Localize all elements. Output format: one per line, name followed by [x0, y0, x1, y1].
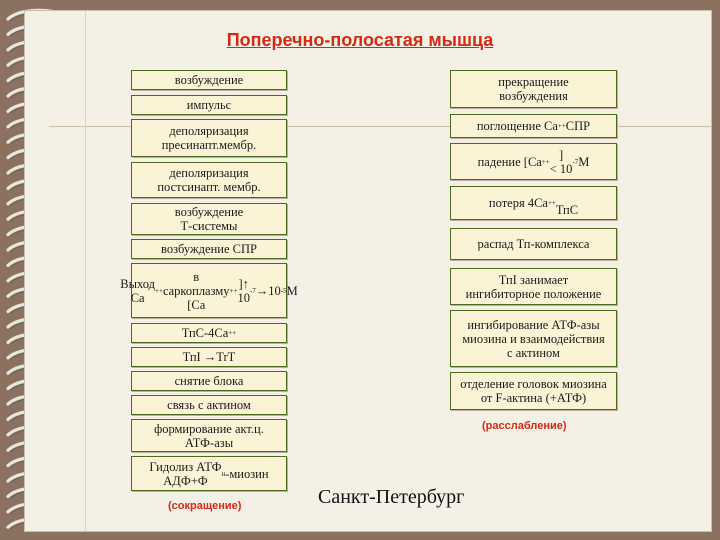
flow-step-excitation: возбуждение: [131, 70, 287, 90]
flow-step-impulse: импульс: [131, 95, 287, 115]
flow-step-atpase-formation: формирование акт.ц. АТФ-азы: [131, 419, 287, 452]
flow-step-tnc-calcium-loss: потеря 4Са++ ТпС: [450, 186, 617, 220]
flow-step-excitation-stop: прекращение возбуждения: [450, 70, 617, 108]
flow-step-postsynaptic-depolarization: деполяризация постсинапт. мембр.: [131, 162, 287, 198]
flow-step-block-removal: снятие блока: [131, 371, 287, 391]
flow-step-spr-excitation: возбуждение СПР: [131, 239, 287, 259]
flow-step-tni-trt: ТпI →TrT: [131, 347, 287, 367]
margin-line: [85, 11, 86, 531]
contraction-caption: (сокращение): [168, 500, 241, 512]
flow-step-tn-complex-breakdown: распад Тп-комплекса: [450, 228, 617, 260]
flow-step-atpase-inhibition: ингибирование АТФ-азы миозина и взаимоде…: [450, 310, 617, 367]
relaxation-caption: (расслабление): [482, 420, 567, 432]
slide-title: Поперечно-полосатая мышца: [0, 30, 720, 51]
flow-step-spr-calcium-uptake: поглощение Ca++ СПР: [450, 114, 617, 138]
flow-step-tnc-calcium: ТпС-4Са++: [131, 323, 287, 343]
flow-step-myosin-detachment: отделение головок миозина от F-актина (+…: [450, 372, 617, 410]
flow-step-actin-binding: связь с актином: [131, 395, 287, 415]
flow-step-calcium-release: Выход Ca++ в саркоплазму [Ca++]↑ 10-7 →1…: [131, 263, 287, 318]
flow-step-presynaptic-depolarization: деполяризация пресинапт.мембр.: [131, 119, 287, 157]
flow-step-tni-inhibitory-position: ТпI занимает ингибиторное положение: [450, 268, 617, 305]
flow-step-t-system-excitation: возбуждение Т-системы: [131, 203, 287, 235]
footer-city: Санкт-Петербург: [318, 486, 464, 509]
